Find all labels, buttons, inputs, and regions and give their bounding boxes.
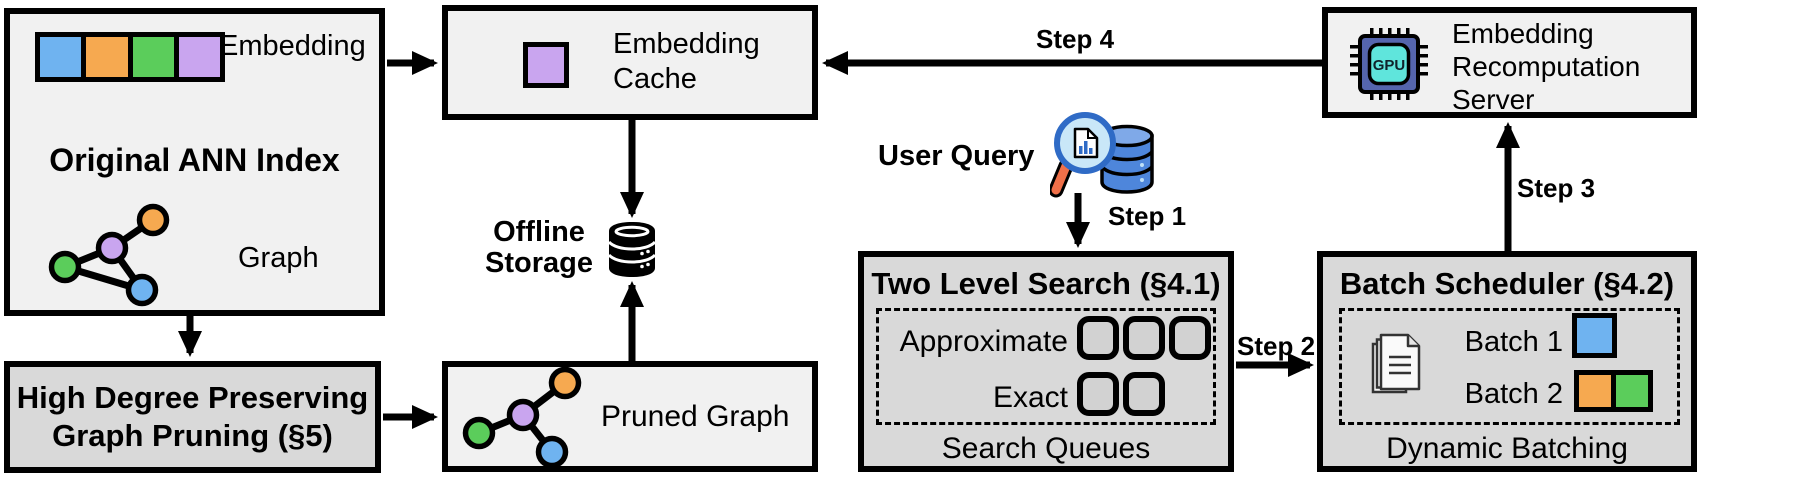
pruned-graph-icon xyxy=(462,366,582,469)
queue-slot-icon xyxy=(1077,372,1119,416)
batch1-blue-square-icon xyxy=(1572,313,1617,358)
search-queues-dashed-box xyxy=(876,308,1216,425)
query-documents-icon xyxy=(1371,333,1421,394)
dynamic-batching-caption: Dynamic Batching xyxy=(1386,432,1628,465)
graph-label: Graph xyxy=(238,242,319,274)
ann-graph-icon xyxy=(48,203,170,307)
step2-label: Step 2 xyxy=(1237,331,1316,361)
exact-label: Exact xyxy=(992,381,1068,414)
batch2-label: Batch 2 xyxy=(1464,378,1563,410)
embedding-cache-label: Embedding Cache xyxy=(613,28,760,95)
queue-slot-icon xyxy=(1077,316,1119,360)
two-level-search-box xyxy=(858,251,1234,472)
high-degree-pruning-title: High Degree Preserving Graph Pruning (§5… xyxy=(16,380,369,453)
step1-label: Step 1 xyxy=(1108,201,1187,231)
queue-slot-icon xyxy=(1169,316,1211,360)
original-ann-index-title: Original ANN Index xyxy=(49,142,340,178)
batch2-orange-square-icon xyxy=(1574,370,1616,412)
search-queues-caption: Search Queues xyxy=(941,432,1151,465)
offline-storage-label: Offline Storage xyxy=(485,216,593,279)
user-query-label: User Query xyxy=(878,140,1035,172)
batch1-label: Batch 1 xyxy=(1464,326,1563,358)
embedding-vector-icon xyxy=(35,32,225,82)
embedding-cell-blue xyxy=(40,37,82,77)
pruned-graph-label: Pruned Graph xyxy=(601,400,790,433)
step3-label: Step 3 xyxy=(1517,173,1596,203)
embedding-cache-box xyxy=(442,5,818,120)
two-level-search-title: Two Level Search (§4.1) xyxy=(871,266,1221,301)
queue-slot-icon xyxy=(1123,316,1165,360)
user-query-icon xyxy=(1050,112,1154,198)
exact-queue-icons xyxy=(1077,372,1165,416)
batch2-green-square-icon xyxy=(1611,370,1653,412)
recomputation-server-label: Embedding Recomputation Server xyxy=(1452,18,1641,115)
embedding-cell-purple xyxy=(178,37,220,77)
step4-label: Step 4 xyxy=(1036,24,1115,54)
approximate-queue-icons xyxy=(1077,316,1211,360)
cached-embedding-icon xyxy=(523,42,569,88)
dynamic-batching-dashed-box xyxy=(1339,308,1680,425)
queue-slot-icon xyxy=(1123,372,1165,416)
gpu-chip-icon: GPU xyxy=(1350,28,1428,100)
embedding-cell-orange xyxy=(86,37,128,77)
offline-storage-database-icon xyxy=(607,222,657,277)
pruned-graph-box xyxy=(442,361,818,472)
embedding-cell-green xyxy=(132,37,174,77)
embedding-label: Embedding xyxy=(219,30,366,62)
gpu-chip-text: GPU xyxy=(1373,57,1406,74)
batch-scheduler-title: Batch Scheduler (§4.2) xyxy=(1339,266,1675,301)
high-degree-pruning-box: High Degree Preserving Graph Pruning (§5… xyxy=(4,361,381,473)
approximate-label: Approximate xyxy=(899,325,1068,358)
